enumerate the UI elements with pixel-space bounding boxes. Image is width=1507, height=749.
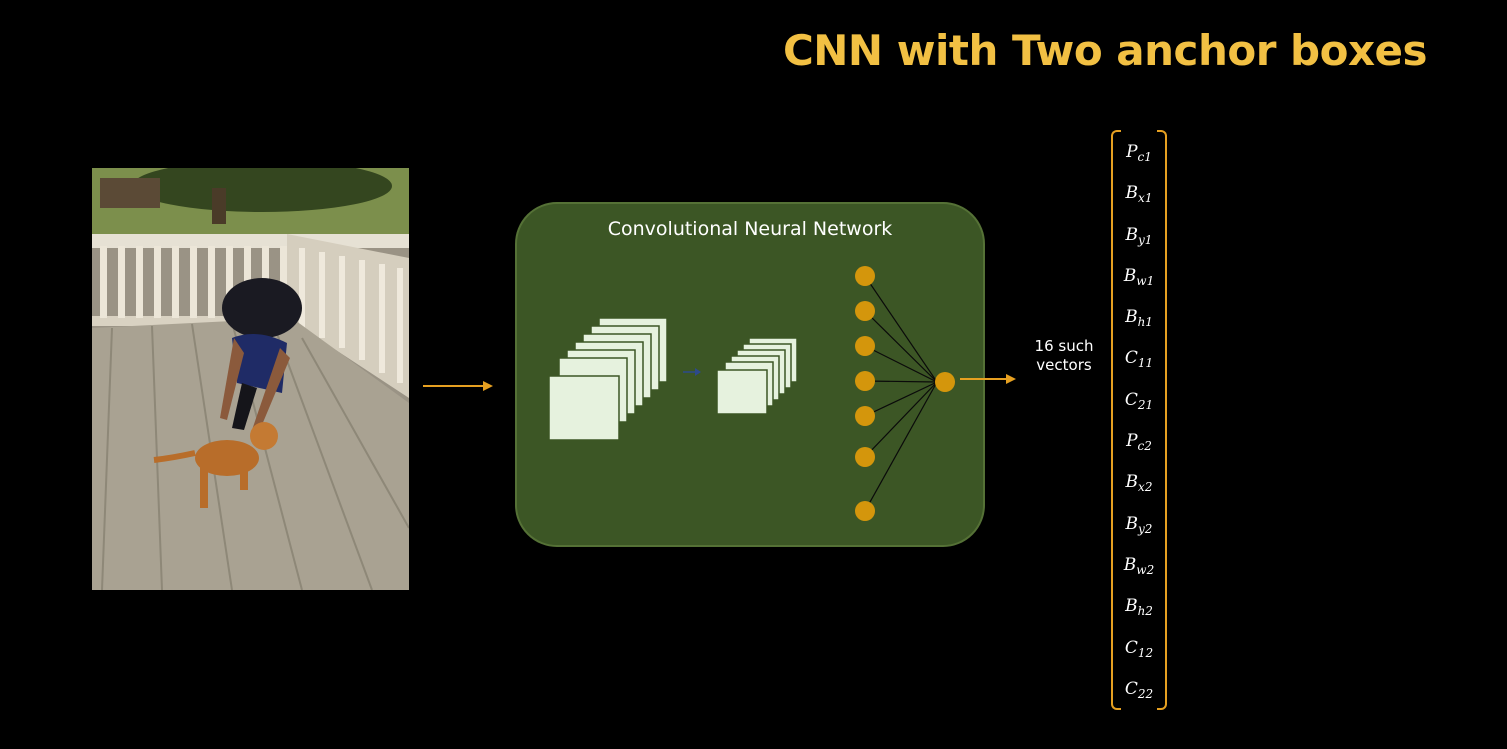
neuron bbox=[855, 336, 875, 356]
cnn-block: Convolutional Neural Network bbox=[515, 202, 985, 547]
input-neurons bbox=[855, 266, 875, 521]
vector-element: Pc2 bbox=[1126, 431, 1152, 454]
cnn-label: Convolutional Neural Network bbox=[607, 218, 893, 240]
vector-element: C22 bbox=[1124, 678, 1154, 701]
vector-count-line1: 16 such bbox=[1034, 337, 1094, 355]
slide-title: CNN with Two anchor boxes bbox=[782, 26, 1428, 75]
vector-element: By1 bbox=[1125, 224, 1153, 247]
neuron bbox=[855, 501, 875, 521]
output-vector: Pc1 Bx1 By1 Bw1 Bh1 C11 C21 Pc2 Bx2 By2 … bbox=[1111, 137, 1167, 715]
vector-bracket-right bbox=[1157, 130, 1167, 710]
vector-count-line2: vectors bbox=[1036, 356, 1092, 374]
vector-element: By2 bbox=[1125, 513, 1153, 536]
cnn-diagram bbox=[548, 266, 955, 521]
vector-element: C11 bbox=[1124, 348, 1154, 371]
stack-arrow bbox=[683, 368, 701, 376]
vector-element: Bx1 bbox=[1125, 183, 1153, 206]
input-arrow bbox=[423, 381, 493, 391]
input-photo bbox=[92, 168, 409, 590]
neuron bbox=[855, 371, 875, 391]
vector-count-note: 16 such vectors bbox=[1026, 337, 1102, 375]
neuron bbox=[855, 266, 875, 286]
feature-map-stack-small bbox=[716, 337, 798, 415]
neuron bbox=[855, 301, 875, 321]
fc-connections bbox=[864, 275, 938, 512]
feature-map-stack-large bbox=[548, 317, 668, 441]
neuron bbox=[855, 447, 875, 467]
vector-element: Bw1 bbox=[1123, 265, 1155, 288]
vector-element: Bh1 bbox=[1125, 307, 1153, 330]
output-arrow bbox=[960, 374, 1016, 384]
neuron bbox=[855, 406, 875, 426]
vector-element: C21 bbox=[1124, 389, 1154, 412]
vector-element: Bw2 bbox=[1123, 554, 1155, 577]
vector-bracket-left bbox=[1111, 130, 1121, 710]
vector-element: Bh2 bbox=[1125, 596, 1153, 619]
vector-element: Pc1 bbox=[1126, 142, 1152, 164]
output-neuron bbox=[935, 372, 955, 392]
vector-element: Bx2 bbox=[1125, 472, 1153, 495]
vector-element: C12 bbox=[1124, 637, 1154, 660]
